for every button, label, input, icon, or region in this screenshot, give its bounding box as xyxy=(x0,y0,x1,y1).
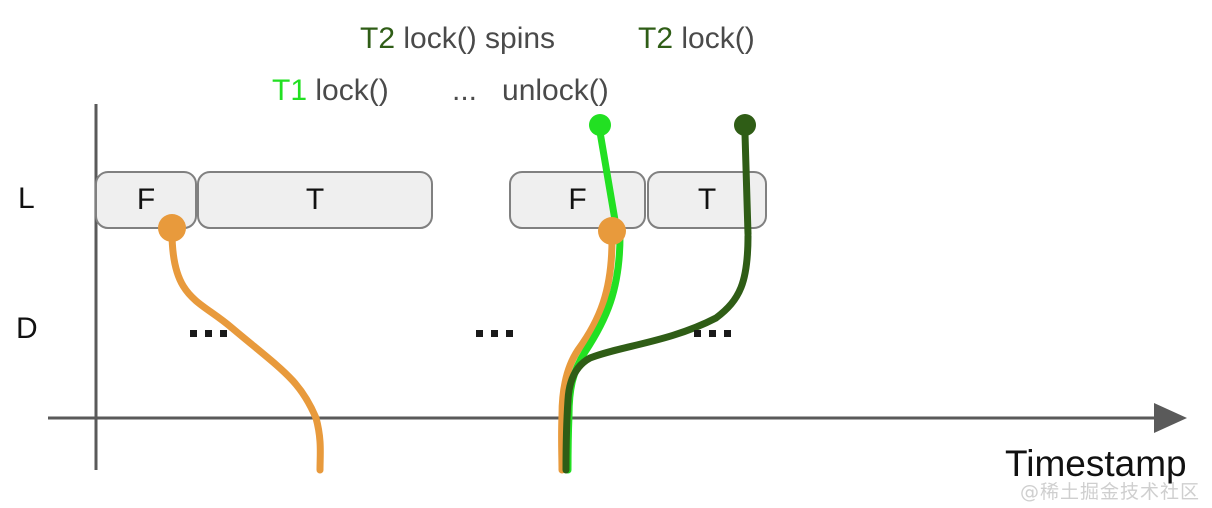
ellipsis-marks xyxy=(190,330,731,337)
dot-t1-second-lock[interactable] xyxy=(598,217,626,245)
annotation-t2-lock: T2 lock() xyxy=(638,22,755,56)
box-1-false[interactable] xyxy=(95,171,197,229)
ellipsis-2-dot xyxy=(476,330,483,337)
curve-t2-spin-lead-in xyxy=(596,128,621,236)
annotation-t1-lock: T1 lock() xyxy=(272,74,389,108)
ellipsis-2-dot xyxy=(506,330,513,337)
row-label-lock-row: L xyxy=(18,182,35,215)
axes-group xyxy=(48,104,1187,470)
box-2-false-label: F xyxy=(568,183,587,216)
box-2-true[interactable] xyxy=(647,171,767,229)
lock-state-boxes xyxy=(95,171,767,229)
watermark: @稀土掘金技术社区 xyxy=(1020,481,1201,503)
ellipsis-1-dot xyxy=(205,330,212,337)
box-2-true-label: T xyxy=(697,183,717,216)
annotation-text: lock() spins xyxy=(395,22,556,55)
ellipsis-3-dot xyxy=(694,330,701,337)
ellipsis-2-dot xyxy=(491,330,498,337)
event-dots xyxy=(158,114,756,245)
curve-t2-lock-lead-in xyxy=(741,130,752,238)
box-1-true-label: T xyxy=(305,183,325,216)
annotation-text: lock() xyxy=(307,74,389,107)
annotation-text: ... unlock() xyxy=(452,74,609,107)
curve-t1-first xyxy=(168,228,324,474)
thread-curves xyxy=(168,128,752,474)
ellipsis-3-dot xyxy=(709,330,716,337)
annotation-t1-ellipsis-unlock: ... unlock() xyxy=(452,74,609,108)
annotation-t2-spins: T2 lock() spins xyxy=(360,22,555,56)
ellipsis-1-dot xyxy=(220,330,227,337)
row-label-data-row: D xyxy=(16,312,38,345)
curve-t1-second xyxy=(558,236,616,474)
box-1-true[interactable] xyxy=(197,171,433,229)
annotation-text: lock() xyxy=(673,22,755,55)
dot-t2-spin-start[interactable] xyxy=(589,114,611,136)
dot-t2-acquires-lock[interactable] xyxy=(734,114,756,136)
thread-name-t2: T2 xyxy=(638,22,674,55)
curve-t2-acquire xyxy=(562,232,752,474)
thread-name-t1: T1 xyxy=(272,74,308,107)
box-1-false-label: F xyxy=(136,183,156,216)
x-axis-label: Timestamp xyxy=(1005,443,1187,484)
ellipsis-1-dot xyxy=(190,330,197,337)
thread-name-t2: T2 xyxy=(360,22,396,55)
ellipsis-3-dot xyxy=(724,330,731,337)
dot-t1-first-lock[interactable] xyxy=(158,214,186,242)
